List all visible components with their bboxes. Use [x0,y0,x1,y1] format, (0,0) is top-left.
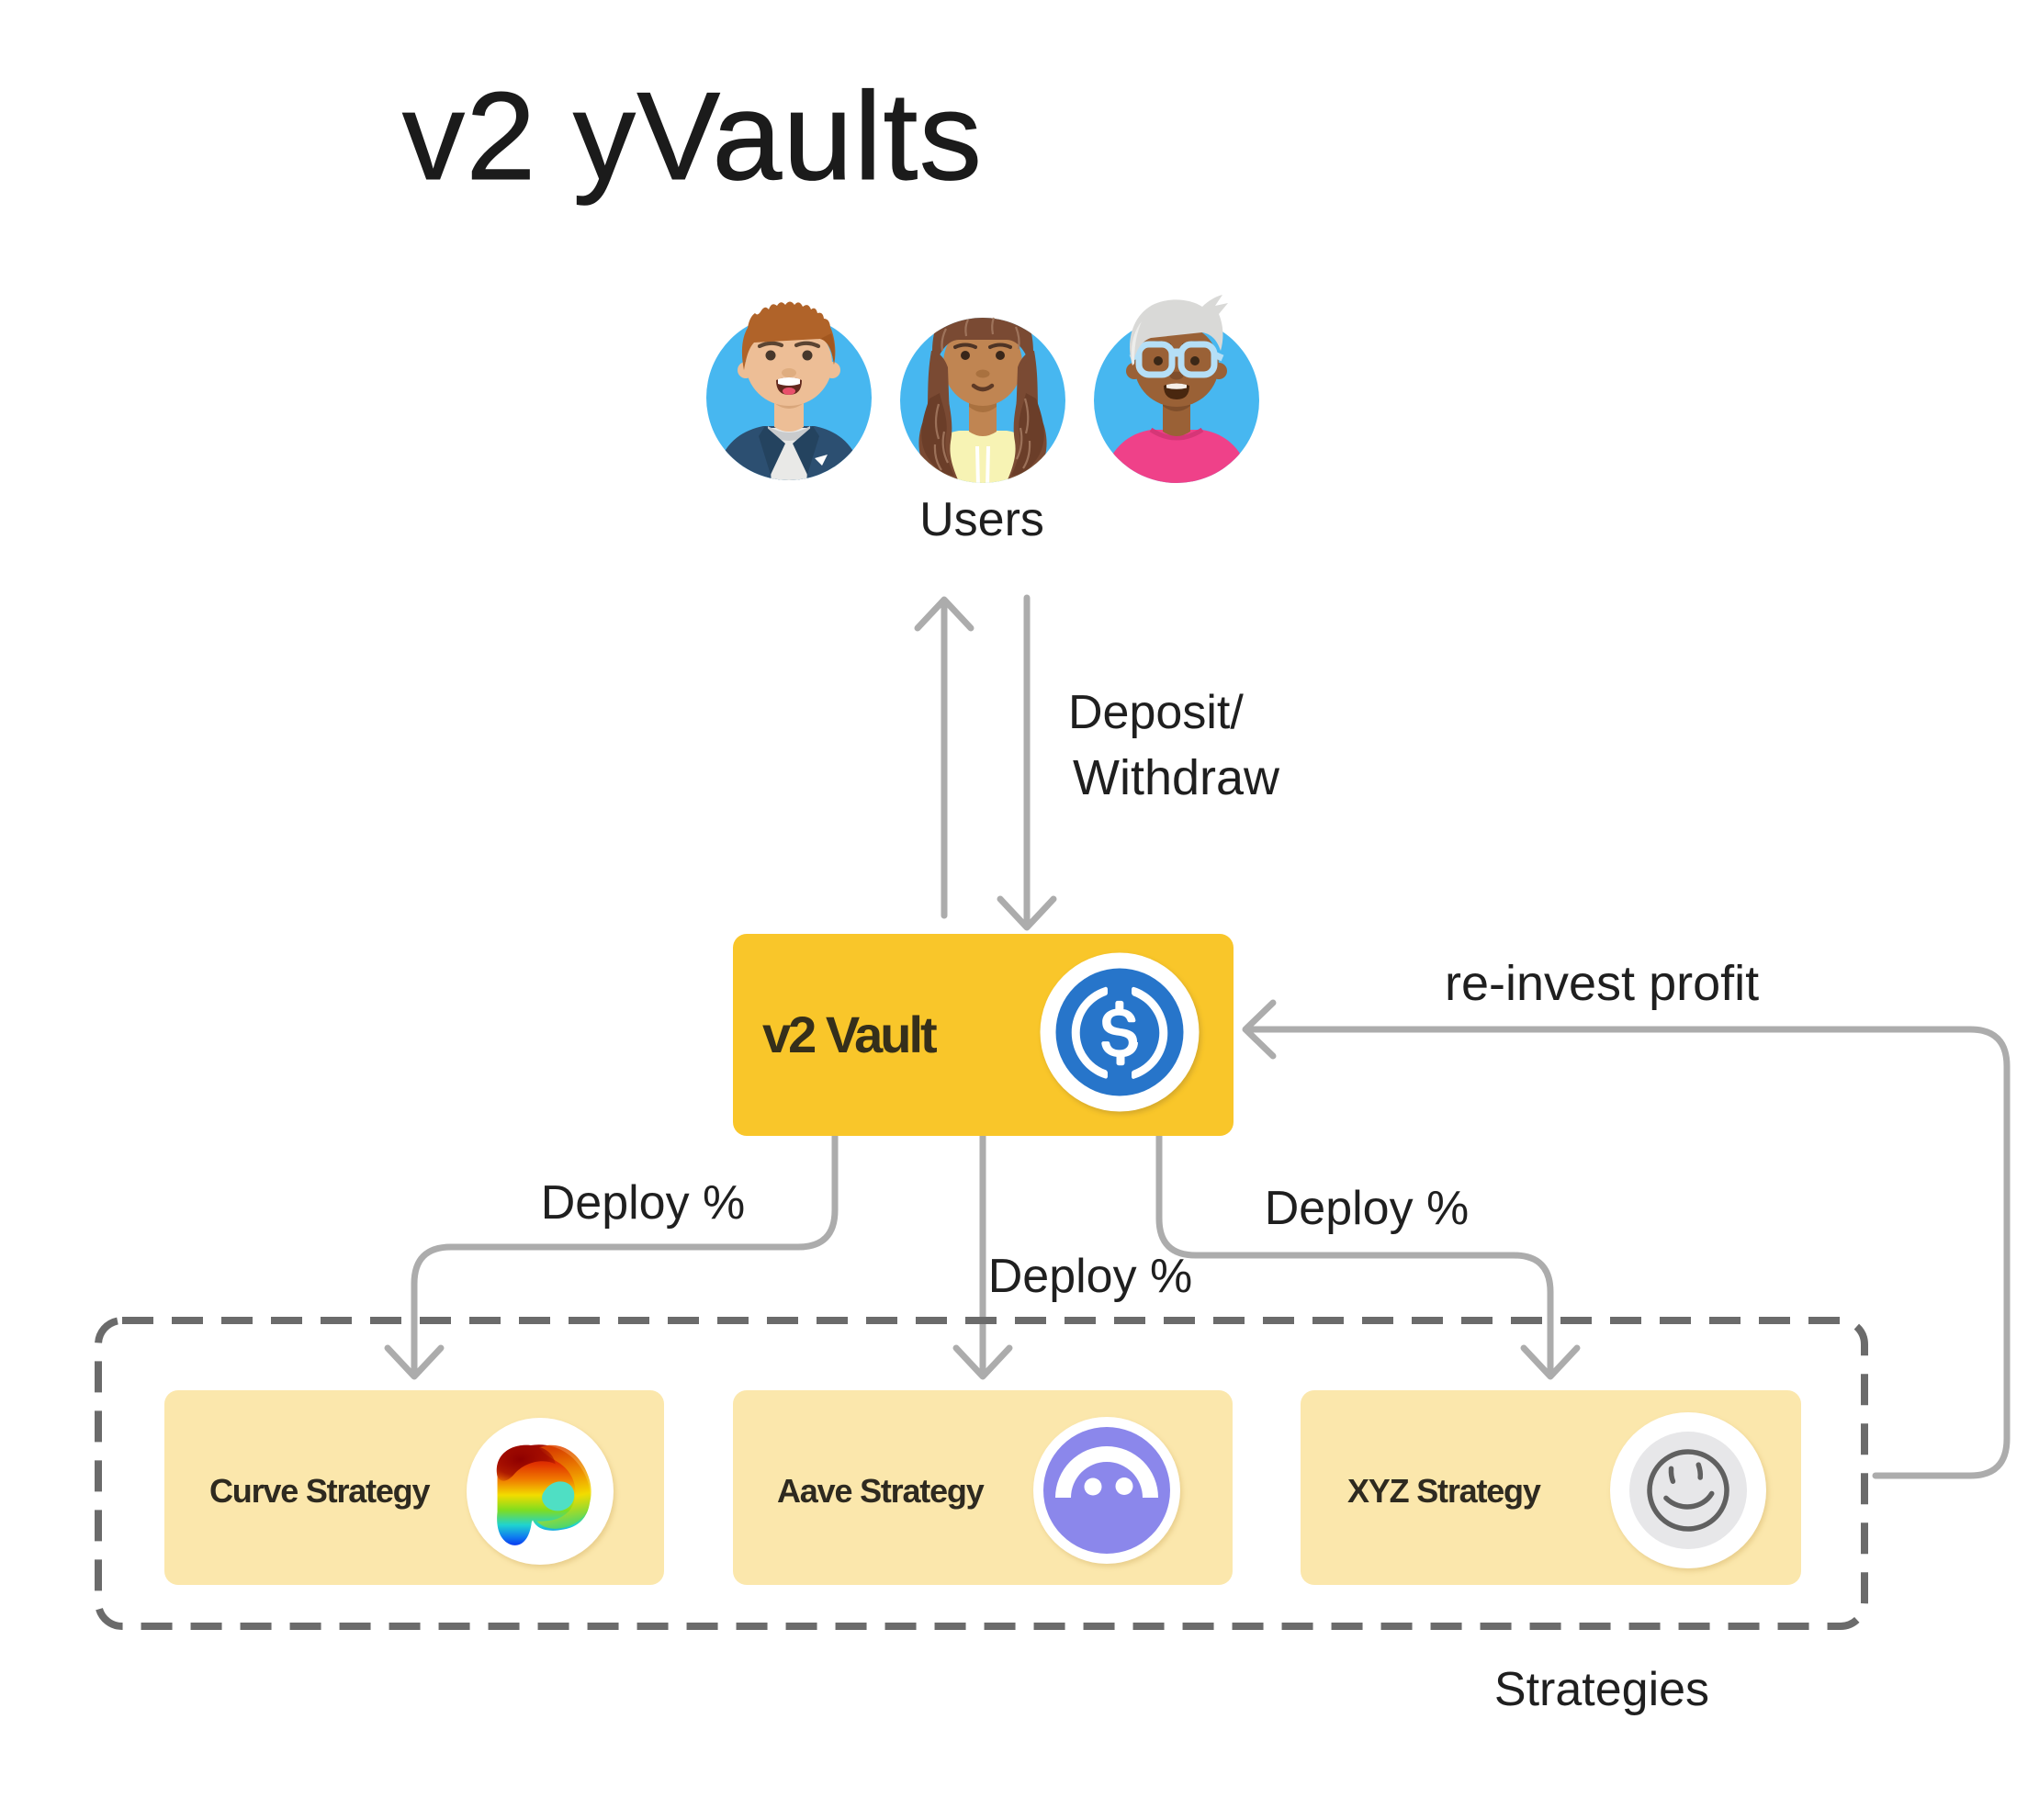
svg-text:XYZ Strategy: XYZ Strategy [1347,1472,1541,1510]
svg-text:Aave Strategy: Aave Strategy [777,1472,985,1510]
svg-text:Deploy %: Deploy % [1265,1182,1470,1235]
svg-text:Curve Strategy: Curve Strategy [209,1472,430,1510]
svg-text:v2 yVaults: v2 yVaults [402,66,983,206]
svg-text:Deposit/: Deposit/ [1068,686,1244,739]
svg-text:Withdraw: Withdraw [1073,750,1280,805]
svg-text:Deploy %: Deploy % [988,1250,1193,1303]
svg-text:Deploy %: Deploy % [541,1176,746,1230]
svg-text:v2 Vault: v2 Vault [762,1005,937,1063]
svg-text:Strategies: Strategies [1494,1663,1709,1716]
svg-text:Users: Users [919,493,1044,546]
svg-text:re-invest profit: re-invest profit [1445,956,1759,1011]
